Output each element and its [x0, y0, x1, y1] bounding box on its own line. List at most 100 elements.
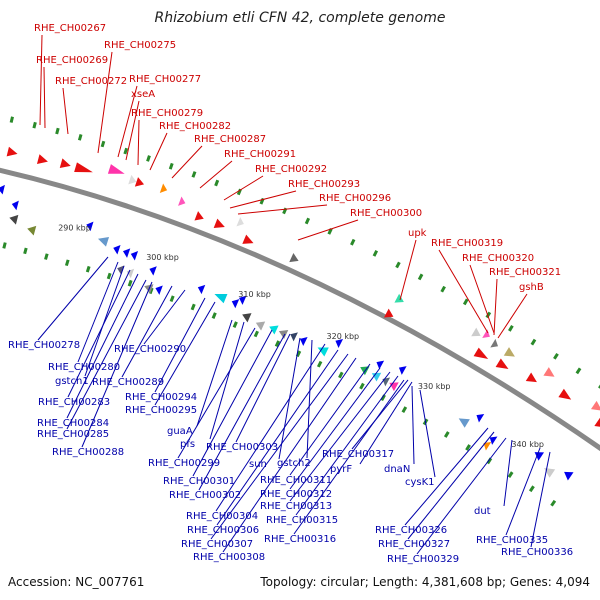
forward-gene-arrow[interactable]	[159, 183, 169, 195]
forward-gene-arrow[interactable]	[178, 196, 187, 207]
reverse-gene-arrow[interactable]	[26, 224, 37, 236]
reverse-gene-arrow[interactable]	[298, 334, 308, 347]
reverse-gene-label[interactable]: RHE_CH00278	[8, 340, 80, 351]
reverse-gene-label[interactable]: RHE_CH00335	[476, 535, 548, 546]
forward-gene-label[interactable]: xseA	[131, 89, 155, 100]
forward-gene-arrow[interactable]	[242, 234, 255, 248]
forward-gene-arrow[interactable]	[289, 253, 300, 265]
reverse-gene-label[interactable]: RHE_CH00288	[52, 447, 124, 458]
forward-gene-arrow[interactable]	[74, 162, 94, 177]
reverse-gene-label[interactable]: RHE_CH00301	[163, 476, 235, 487]
forward-gene-label[interactable]: RHE_CH00321	[489, 267, 561, 278]
reverse-gene-arrow[interactable]	[148, 264, 157, 276]
reverse-gene-arrow[interactable]	[85, 220, 94, 232]
reverse-gene-label[interactable]: RHE_CH00294	[125, 392, 197, 403]
reverse-gene-label[interactable]: guaA	[167, 426, 193, 437]
forward-gene-arrow[interactable]	[543, 367, 557, 381]
forward-gene-label[interactable]: RHE_CH00267	[34, 23, 106, 34]
reverse-gene-label[interactable]: RHE_CH00313	[260, 501, 332, 512]
reverse-gene-arrow[interactable]	[230, 297, 240, 309]
reverse-gene-arrow[interactable]	[288, 330, 298, 342]
reverse-gene-label[interactable]: RHE_CH00290	[114, 344, 186, 355]
reverse-gene-label[interactable]: pfs	[180, 439, 195, 450]
reverse-gene-arrow[interactable]	[196, 283, 206, 295]
reverse-gene-label[interactable]: RHE_CH00304	[186, 511, 258, 522]
forward-gene-arrow[interactable]	[594, 417, 600, 432]
reverse-gene-arrow[interactable]	[112, 243, 121, 255]
reverse-gene-label[interactable]: RHE_CH00280	[48, 362, 120, 373]
forward-gene-label[interactable]: RHE_CH00279	[131, 108, 203, 119]
forward-gene-arrow[interactable]	[107, 164, 126, 178]
forward-gene-label[interactable]: RHE_CH00275	[104, 40, 176, 51]
forward-gene-arrow[interactable]	[490, 338, 500, 351]
reverse-gene-arrow[interactable]	[213, 289, 228, 304]
forward-gene-arrow[interactable]	[525, 372, 540, 387]
forward-gene-arrow[interactable]	[495, 358, 511, 374]
forward-gene-label[interactable]: RHE_CH00269	[36, 55, 108, 66]
forward-gene-label[interactable]: RHE_CH00300	[350, 208, 422, 219]
reverse-gene-label[interactable]: RHE_CH00285	[37, 429, 109, 440]
reverse-gene-arrow[interactable]	[240, 310, 252, 323]
forward-gene-arrow[interactable]	[194, 211, 205, 223]
forward-gene-arrow[interactable]	[482, 329, 492, 341]
reverse-gene-label[interactable]: RHE_CH00307	[181, 539, 253, 550]
forward-gene-arrow[interactable]	[213, 218, 227, 232]
reverse-gene-label[interactable]: RHE_CH00308	[193, 552, 265, 563]
forward-gene-arrow[interactable]	[503, 347, 518, 361]
forward-gene-label[interactable]: RHE_CH00293	[288, 179, 360, 190]
reverse-gene-arrow[interactable]	[474, 411, 485, 423]
forward-gene-label[interactable]: RHE_CH00272	[55, 76, 127, 87]
reverse-gene-arrow[interactable]	[8, 213, 19, 225]
forward-gene-arrow[interactable]	[134, 177, 146, 189]
reverse-gene-arrow[interactable]	[277, 327, 289, 340]
reverse-gene-label[interactable]: dnaN	[384, 464, 410, 475]
reverse-gene-arrow[interactable]	[374, 358, 385, 370]
reverse-gene-label[interactable]: RHE_CH00303	[206, 442, 278, 453]
reverse-gene-label[interactable]: RHE_CH00312	[260, 489, 332, 500]
reverse-gene-label[interactable]: sun	[249, 459, 267, 470]
forward-gene-arrow[interactable]	[383, 308, 396, 322]
reverse-gene-label[interactable]: RHE_CH00317	[322, 449, 394, 460]
reverse-gene-arrow[interactable]	[129, 249, 139, 261]
forward-gene-label[interactable]: RHE_CH00320	[462, 253, 534, 264]
forward-gene-label[interactable]: RHE_CH00319	[431, 238, 503, 249]
reverse-gene-label[interactable]: RHE_CH00326	[375, 525, 447, 536]
forward-gene-arrow[interactable]	[236, 217, 245, 229]
forward-gene-label[interactable]: RHE_CH00277	[129, 74, 201, 85]
reverse-gene-arrow[interactable]	[154, 283, 163, 295]
reverse-gene-label[interactable]: cysK1	[405, 477, 435, 488]
forward-gene-label[interactable]: RHE_CH00291	[224, 149, 296, 160]
reverse-gene-arrow[interactable]	[397, 363, 407, 375]
forward-gene-arrow[interactable]	[471, 327, 483, 341]
reverse-gene-arrow[interactable]	[561, 468, 574, 481]
forward-gene-arrow[interactable]	[128, 174, 138, 187]
reverse-gene-label[interactable]: RHE_CH00336	[501, 547, 573, 558]
reverse-gene-arrow[interactable]	[125, 267, 135, 279]
reverse-gene-label[interactable]: pyrF	[330, 464, 352, 475]
reverse-gene-arrow[interactable]	[0, 183, 5, 195]
reverse-gene-arrow[interactable]	[116, 263, 125, 275]
forward-gene-arrow[interactable]	[473, 347, 491, 364]
reverse-gene-label[interactable]: RHE_CH00289	[92, 377, 164, 388]
forward-gene-label[interactable]: RHE_CH00296	[319, 193, 391, 204]
reverse-gene-label[interactable]: RHE_CH00284	[37, 418, 109, 429]
forward-gene-arrow[interactable]	[36, 154, 49, 166]
reverse-gene-arrow[interactable]	[121, 246, 131, 258]
reverse-gene-arrow[interactable]	[380, 375, 391, 387]
forward-gene-arrow[interactable]	[590, 400, 600, 415]
reverse-gene-arrow[interactable]	[315, 343, 329, 357]
reverse-gene-arrow[interactable]	[532, 448, 545, 461]
forward-gene-label[interactable]: gshB	[519, 282, 544, 293]
reverse-gene-label[interactable]: gstch1	[55, 376, 89, 387]
reverse-gene-arrow[interactable]	[11, 199, 19, 211]
reverse-gene-label[interactable]: RHE_CH00329	[387, 554, 459, 565]
reverse-gene-label[interactable]: RHE_CH00299	[148, 458, 220, 469]
reverse-gene-label[interactable]: RHE_CH00295	[125, 405, 197, 416]
reverse-gene-label[interactable]: RHE_CH00315	[266, 515, 338, 526]
reverse-gene-label[interactable]: gstch2	[277, 458, 311, 469]
forward-gene-arrow[interactable]	[59, 158, 72, 170]
forward-gene-label[interactable]: RHE_CH00287	[194, 134, 266, 145]
forward-gene-label[interactable]: upk	[408, 228, 427, 239]
reverse-gene-arrow[interactable]	[456, 414, 470, 428]
